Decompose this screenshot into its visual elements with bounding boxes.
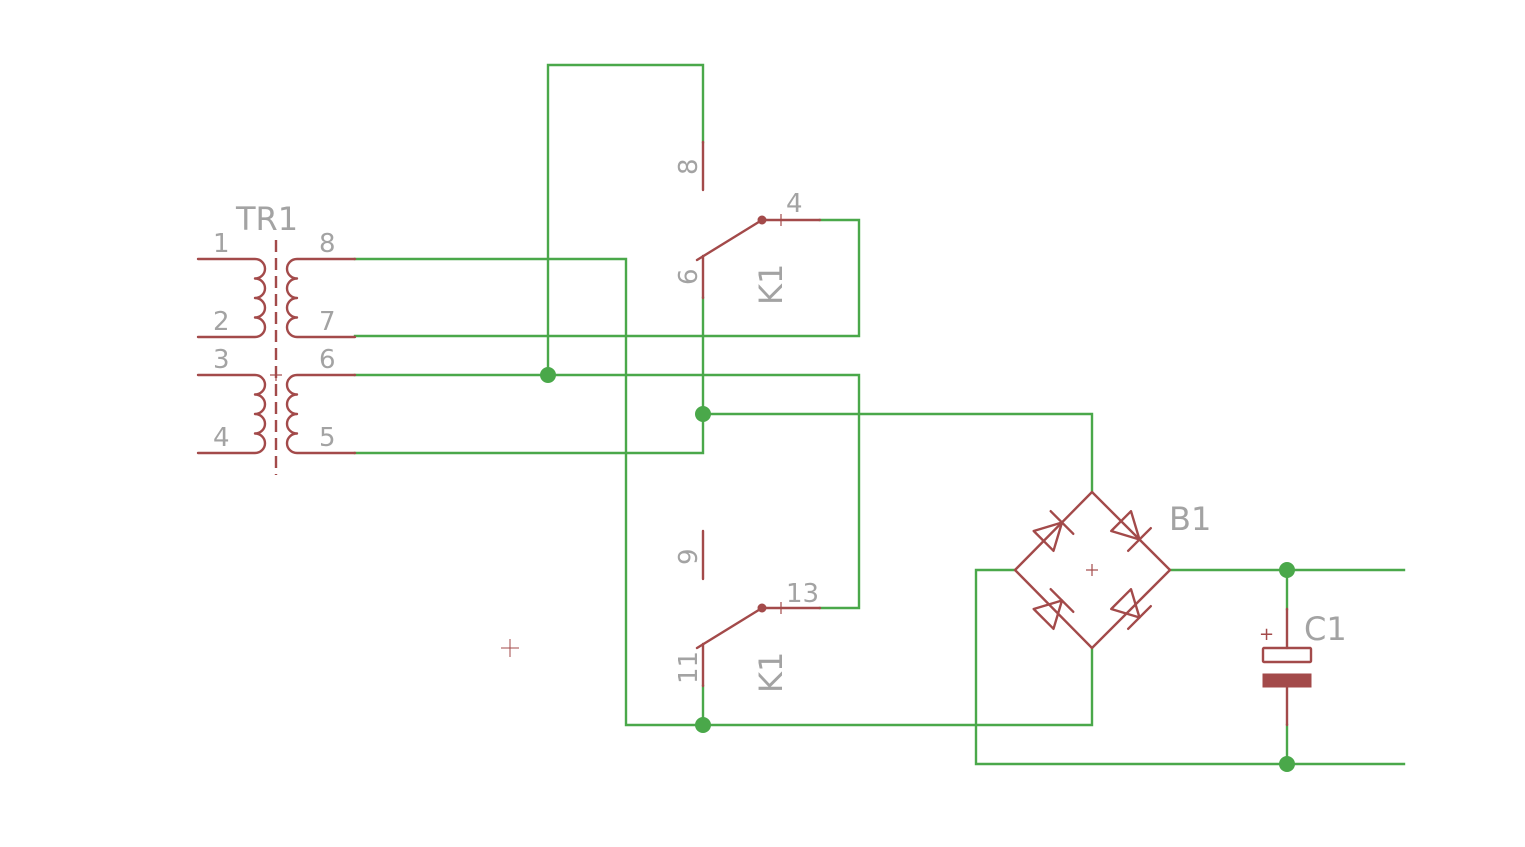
wire-tr1-pin6[interactable]	[353, 373, 861, 610]
diode-icon	[1032, 588, 1075, 630]
capacitor-polarity-mark: +	[1259, 624, 1274, 645]
transformer-pin-label: 7	[319, 307, 336, 337]
relay-switch-arm	[695, 218, 764, 262]
transformer-pin-label: 2	[213, 307, 230, 337]
junction-dot[interactable]	[695, 717, 711, 733]
relay-k1-lower-contact[interactable]: 9 11 13 K1	[674, 529, 822, 693]
transformer-pin-label: 4	[213, 423, 230, 453]
junction-dot[interactable]	[1279, 756, 1295, 772]
secondary-winding-lower	[285, 373, 357, 455]
transformer-pin-label: 8	[319, 229, 336, 259]
transformer-pin-label: 6	[319, 345, 336, 375]
wire-tr1-pin7[interactable]	[353, 218, 861, 338]
transformer-pin-label: 5	[319, 423, 336, 453]
wire-k1-pin8-loop[interactable]	[546, 63, 705, 377]
transformer-tr1[interactable]: TR1 1 2 3 4 8 7 6 5	[196, 200, 357, 475]
relay-switch-arm	[695, 606, 764, 650]
relay-pin-label: 4	[786, 189, 803, 219]
junction-dot[interactable]	[540, 367, 556, 383]
cursor-crosshair-icon	[501, 639, 519, 657]
capacitor-name-label: C1	[1304, 610, 1347, 648]
diode-icon	[1032, 510, 1075, 552]
relay-name-label: K1	[752, 652, 790, 693]
relay-k1-upper-contact[interactable]: 8 6 4 K1	[674, 140, 822, 305]
wire-k1-pin11[interactable]	[701, 646, 1094, 727]
bridge-name-label: B1	[1169, 500, 1211, 538]
relay-pin-label: 11	[674, 651, 704, 684]
relay-pin-label: 6	[674, 268, 704, 285]
primary-winding-lower	[196, 373, 267, 455]
transformer-pin-label: 1	[213, 229, 230, 259]
diode-icon	[1110, 588, 1152, 630]
relay-pin-label: 13	[786, 579, 819, 609]
capacitor-negative-plate	[1262, 673, 1312, 688]
relay-pin-label: 8	[674, 158, 704, 175]
junction-dot[interactable]	[695, 406, 711, 422]
relay-pin-label: 9	[674, 548, 704, 565]
secondary-winding-upper	[285, 257, 357, 339]
capacitor-positive-plate	[1261, 646, 1313, 664]
junction-dot[interactable]	[1279, 562, 1295, 578]
wire-tr1-pin8[interactable]	[353, 257, 705, 727]
relay-name-label: K1	[752, 264, 790, 305]
transformer-name-label: TR1	[235, 200, 298, 238]
wires	[353, 63, 1406, 766]
wire-to-bridge-top[interactable]	[701, 412, 1094, 494]
junctions	[540, 367, 1295, 772]
primary-winding-upper	[196, 257, 267, 339]
diode-icon	[1110, 510, 1152, 552]
wire-tr1-pin5[interactable]	[353, 296, 705, 455]
bridge-rectifier-b1[interactable]: B1	[1013, 490, 1211, 650]
transformer-pin-label: 3	[213, 345, 230, 375]
bridge-outline	[1013, 490, 1172, 650]
capacitor-c1[interactable]: + C1	[1259, 607, 1347, 727]
wire-bridge-left[interactable]	[974, 568, 1406, 766]
